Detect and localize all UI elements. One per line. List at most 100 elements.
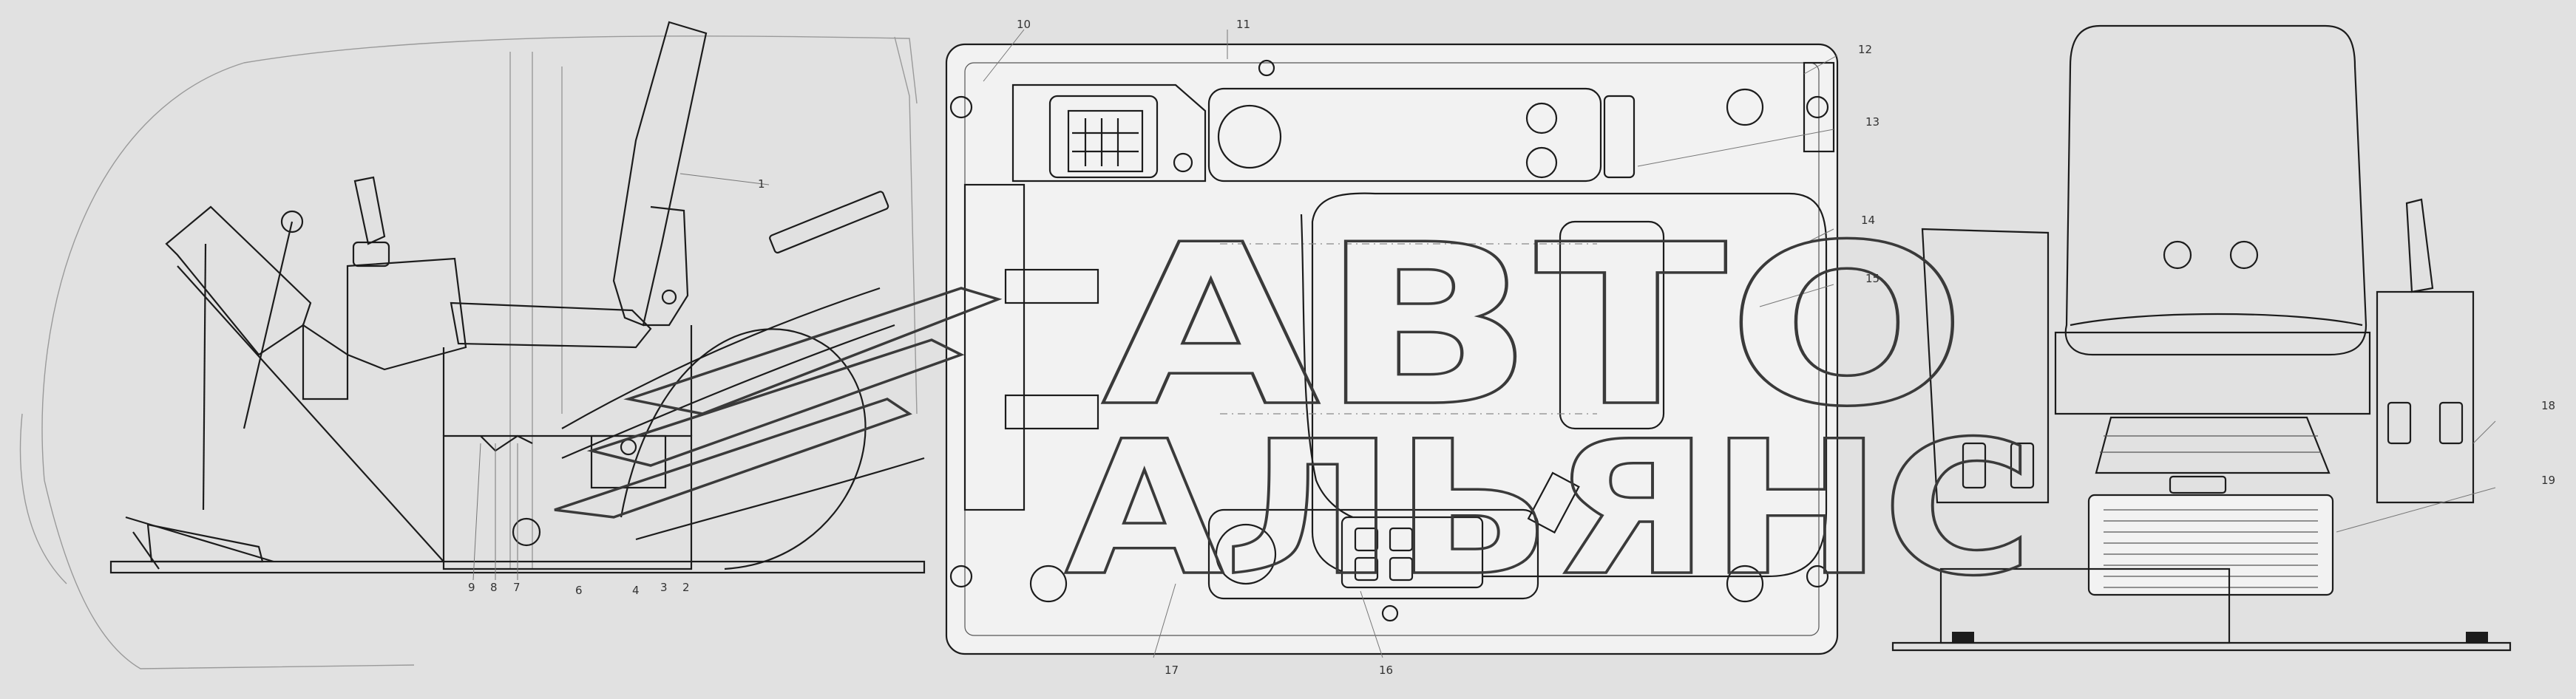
top-view — [945, 29, 1839, 658]
left-box-2 — [1004, 394, 1099, 430]
logo-slashes — [554, 287, 1003, 519]
bolt-1 — [620, 438, 637, 456]
foot-2 — [2466, 632, 2488, 642]
mount-hole-tr — [1806, 95, 1829, 119]
floor-panel — [945, 43, 1839, 655]
callout-4: 4 — [632, 584, 640, 597]
callout-14: 14 — [1861, 214, 1875, 227]
seat-back-front — [2064, 24, 2367, 356]
callout-3: 3 — [660, 581, 668, 594]
lever-rod — [177, 265, 444, 562]
head-pivot-2 — [2229, 240, 2259, 270]
mount-hole-tl — [949, 95, 973, 119]
bellows — [2095, 416, 2331, 474]
loop-curve — [620, 328, 867, 570]
left-box-1 — [1004, 268, 1099, 304]
lc-slot-1 — [1962, 442, 1987, 489]
swoosh-2 — [561, 324, 895, 460]
left-console-front — [1921, 228, 2050, 504]
keypad — [1067, 109, 1144, 173]
foot-1 — [1952, 632, 1974, 642]
left-strip — [963, 183, 1026, 511]
side-switch — [1603, 95, 1636, 179]
rc-slot-2 — [2438, 401, 2464, 445]
seat-cushion — [450, 301, 652, 349]
suspension-box — [2087, 494, 2334, 596]
left-armrest — [165, 205, 312, 356]
gauge-small-2 — [1525, 146, 1558, 179]
bracket-1 — [769, 191, 889, 254]
rc-slot-1 — [2387, 401, 2412, 445]
mount-hole-bl — [949, 565, 973, 588]
hinge — [1527, 471, 1580, 534]
pedal — [146, 523, 264, 563]
callout-16: 16 — [1379, 664, 1393, 677]
instrument-cluster — [1207, 87, 1602, 183]
rear-box — [1559, 220, 1665, 430]
keypad-grid — [1072, 118, 1139, 166]
linkage — [480, 434, 533, 452]
callout-18: 18 — [2541, 399, 2555, 412]
cab-lower-outline — [44, 480, 415, 669]
gauge-main — [1217, 104, 1282, 169]
rear-pillar — [894, 36, 918, 415]
seat-cushion-line — [2070, 313, 2363, 327]
side-console — [346, 257, 467, 371]
leaders-center — [983, 29, 1838, 658]
callout-11: 11 — [1236, 18, 1250, 31]
joystick-front — [2405, 198, 2434, 293]
joystick-handle — [353, 176, 386, 245]
mount-hole-br — [1806, 565, 1829, 588]
swoosh-1 — [561, 287, 881, 429]
lever-knob-1 — [280, 210, 304, 233]
callout-15: 15 — [1865, 272, 1880, 285]
callout-12: 12 — [1858, 43, 1872, 56]
front-arc — [19, 413, 67, 584]
louvres — [2104, 509, 2318, 588]
console-base — [302, 323, 349, 400]
cab-outline — [41, 35, 918, 481]
callout-9: 9 — [468, 581, 475, 594]
lever-2 — [202, 243, 207, 511]
callout-17: 17 — [1165, 664, 1179, 677]
adjust-knob — [2169, 475, 2227, 494]
switch-3 — [1354, 556, 1379, 582]
ignition-switch — [1173, 152, 1193, 173]
callout-19: 19 — [2541, 474, 2555, 487]
right-console-front — [2376, 290, 2475, 504]
keypad-housing — [1048, 95, 1159, 179]
head-pivot-1 — [2163, 240, 2192, 270]
leaders-bottom — [472, 443, 518, 581]
callout-2: 2 — [682, 581, 690, 594]
floor-plate — [109, 560, 926, 574]
lc-slot-2 — [2010, 442, 2035, 489]
seat-backrest-support — [643, 205, 689, 327]
switch-1 — [1354, 527, 1379, 552]
switch-2 — [1389, 527, 1414, 552]
front-view — [1891, 24, 2512, 652]
lower-gauge — [1215, 523, 1277, 585]
ground-plate — [1891, 641, 2512, 652]
right-tab — [1803, 61, 1835, 153]
leader-1 — [679, 173, 770, 185]
seat-backrest — [612, 21, 708, 327]
swoosh-3 — [635, 457, 925, 541]
watermark-line-2: АЛЬЯНС — [1065, 401, 2033, 616]
seat-base — [2054, 331, 2371, 415]
port-circle — [512, 517, 541, 547]
bellows-folds — [2100, 435, 2322, 453]
drain-bl — [1029, 565, 1068, 603]
callout-10: 10 — [1017, 18, 1031, 31]
pillar-lines — [509, 52, 563, 569]
callout-8: 8 — [490, 581, 498, 594]
callout-7: 7 — [513, 581, 521, 594]
box-1 — [590, 434, 667, 489]
callout-6: 6 — [575, 584, 583, 597]
bottom-bolt — [1381, 604, 1399, 622]
watermark-line-1: АВТО — [1102, 197, 1967, 455]
backrest-pivot — [661, 289, 677, 305]
callout-1: 1 — [758, 177, 765, 191]
side-view — [19, 21, 926, 669]
